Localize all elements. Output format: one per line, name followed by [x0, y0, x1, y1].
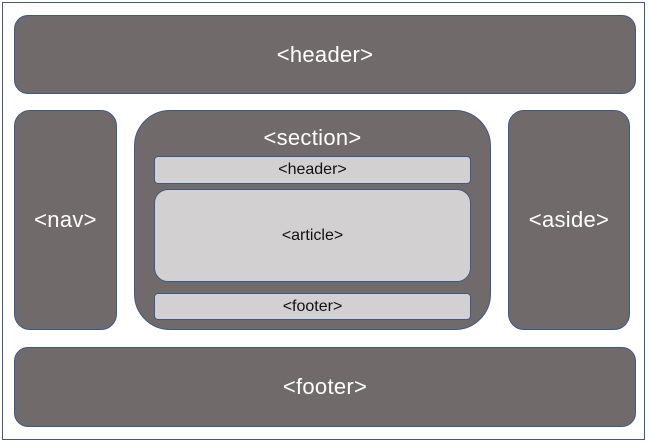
article-block: <article> [154, 189, 471, 282]
footer-label: <footer> [282, 374, 368, 399]
section-header-block: <header> [154, 156, 471, 184]
aside-label: <aside> [528, 207, 610, 232]
section-footer-block: <footer> [154, 293, 471, 320]
footer-block: <footer> [14, 347, 636, 427]
article-label: <article> [281, 226, 344, 244]
header-block: <header> [14, 15, 636, 94]
section-label: <section> [263, 125, 362, 150]
section-header-label: <header> [278, 161, 347, 178]
nav-block: <nav> [14, 110, 117, 330]
section-footer-label: <footer> [282, 297, 343, 315]
aside-block: <aside> [508, 110, 630, 330]
nav-label: <nav> [34, 207, 97, 232]
header-label: <header> [276, 41, 374, 67]
